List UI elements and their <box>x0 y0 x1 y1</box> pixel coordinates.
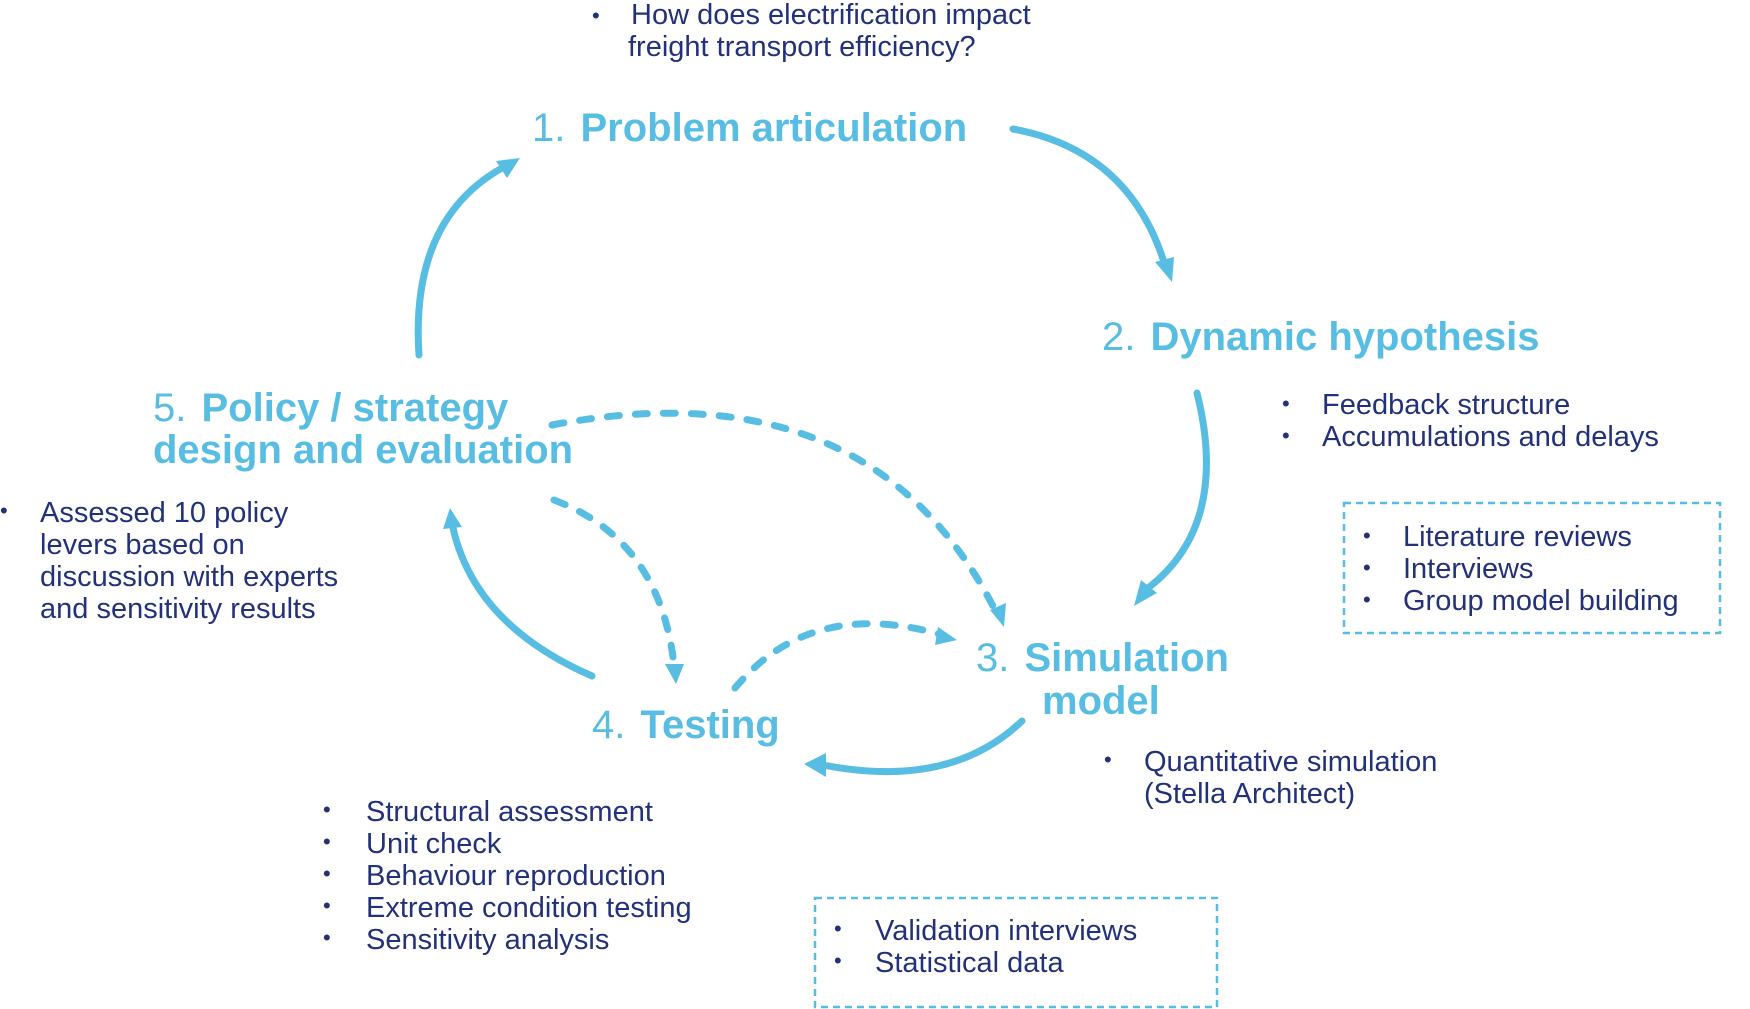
list-item: Behaviour reproduction <box>366 860 666 892</box>
arrow-1-to-2 <box>1009 125 1168 266</box>
list-item: Validation interviews <box>875 915 1137 947</box>
bullet: • <box>834 916 842 941</box>
dashed-arrow-5-to-3 <box>548 409 999 614</box>
stage-3-label-1: Simulation <box>1024 636 1228 680</box>
stage-2-title: 2. Dynamic hypothesis <box>1102 315 1540 359</box>
stage-5-title: 5. Policy / strategy <box>153 386 509 430</box>
arrowhead <box>443 508 462 529</box>
stage-5-label-1: Policy / strategy <box>201 386 509 430</box>
stage-1-title: 1. Problem articulation <box>532 106 967 150</box>
arrow-2-to-3 <box>1144 389 1210 592</box>
list-item: Sensitivity analysis <box>366 924 609 956</box>
dashed-arrow-5-to-4 <box>550 496 678 669</box>
hypothesis-sources-list: • Literature reviews • Interviews • Grou… <box>1363 521 1679 617</box>
bullet: • <box>1104 747 1112 772</box>
list-item: Statistical data <box>875 947 1064 979</box>
arrow-3-to-4 <box>819 717 1026 776</box>
list-item: Extreme condition testing <box>366 892 692 924</box>
stage-4-label: Testing <box>640 703 779 747</box>
arrowhead <box>804 753 826 777</box>
bullet: • <box>323 925 331 950</box>
stage-1-label: Problem articulation <box>580 106 967 150</box>
stage-2-number: 2. <box>1102 315 1135 359</box>
bullet: • <box>592 3 600 28</box>
stage-3-number: 3. <box>976 636 1009 680</box>
stage-2-label: Dynamic hypothesis <box>1150 315 1539 359</box>
bullet: • <box>323 893 331 918</box>
list-item-continued: (Stella Architect) <box>1144 778 1355 810</box>
arrowhead <box>496 158 520 178</box>
bullet: • <box>323 797 331 822</box>
list-item-continued: and sensitivity results <box>40 593 316 625</box>
arrow-5-to-1 <box>414 164 506 359</box>
stage-3-title: 3. Simulation <box>976 636 1229 680</box>
stage-5-label-2: design and evaluation <box>153 428 573 472</box>
testing-list: • Structural assessment • Unit check • B… <box>323 796 692 956</box>
stage-4-number: 4. <box>592 703 625 747</box>
bullet: • <box>1282 391 1290 416</box>
list-item: Group model building <box>1403 585 1679 617</box>
sources-box-testing <box>813 896 1219 1009</box>
bullet: • <box>834 948 842 973</box>
stage-5-title-line-2: design and evaluation <box>153 428 573 472</box>
cycle-arrows <box>414 125 1210 777</box>
bullet: • <box>0 498 8 523</box>
stage-3-title-line-2: model <box>1042 679 1160 723</box>
stage-5-number: 5. <box>153 386 186 430</box>
list-item-continued: discussion with experts <box>40 561 338 593</box>
list-item: Interviews <box>1403 553 1534 585</box>
list-item: Assessed 10 policy <box>40 497 289 529</box>
list-item-continued: levers based on <box>40 529 245 561</box>
list-item: Quantitative simulation <box>1144 746 1437 778</box>
list-item: Structural assessment <box>366 796 653 828</box>
list-item: Accumulations and delays <box>1322 421 1659 453</box>
bullet: • <box>1282 423 1290 448</box>
question-line-2: freight transport efficiency? <box>628 31 976 63</box>
arrow-4-to-5 <box>449 524 596 680</box>
simulation-list: • Quantitative simulation (Stella Archit… <box>1104 746 1437 810</box>
testing-sources-list: • Validation interviews • Statistical da… <box>834 915 1137 979</box>
bullet: • <box>1363 555 1371 580</box>
arrowhead <box>935 627 957 645</box>
list-item: Feedback structure <box>1322 389 1570 421</box>
stage-3-label-2: model <box>1042 679 1160 723</box>
bullet: • <box>323 861 331 886</box>
dashed-arrow-4-to-3 <box>731 620 943 692</box>
question-block: • How does electrification impact freigh… <box>592 0 1031 63</box>
arrowhead <box>1134 580 1157 606</box>
stage-4-title: 4. Testing <box>592 703 780 747</box>
bullet: • <box>1363 523 1371 548</box>
policy-list: • Assessed 10 policy levers based on dis… <box>0 497 338 625</box>
hypothesis-list: • Feedback structure • Accumulations and… <box>1282 389 1659 453</box>
list-item: Literature reviews <box>1403 521 1632 553</box>
arrowhead <box>1155 257 1174 282</box>
stage-1-number: 1. <box>532 106 565 150</box>
bullet: • <box>323 829 331 854</box>
bullet: • <box>1363 587 1371 612</box>
arrowhead <box>990 603 1006 627</box>
question-line-1: How does electrification impact <box>631 0 1031 31</box>
arrowhead <box>665 664 684 684</box>
feedback-arrows <box>548 409 1006 692</box>
list-item: Unit check <box>366 828 502 860</box>
